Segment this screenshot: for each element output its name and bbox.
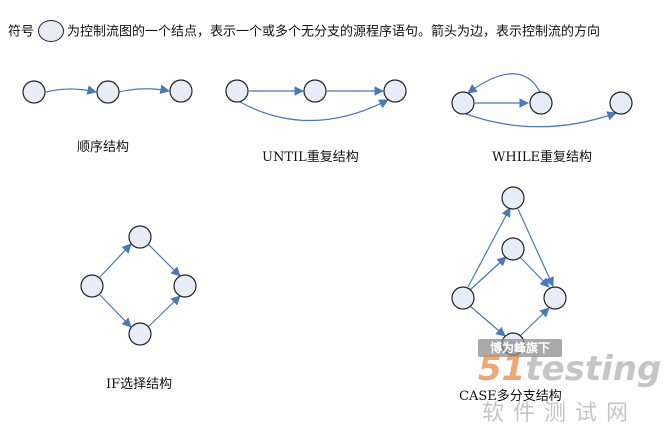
- sequence-node-1: [22, 80, 46, 104]
- watermark-brand-number: 51: [478, 349, 526, 389]
- until-loop-edge: [239, 99, 389, 122]
- if-structure: [80, 225, 197, 346]
- case-node-upper-mid: [501, 237, 525, 261]
- case-edge-bottom-merge: [519, 307, 550, 337]
- watermark-brand-word: testing: [525, 349, 662, 389]
- case-edge-to-upper-mid: [469, 256, 507, 291]
- case-edge-to-top: [467, 207, 511, 288]
- case-node-start: [451, 286, 475, 310]
- case-edge-top-merge: [517, 208, 554, 287]
- legend-text: 符号 为控制流图的一个结点，表示一个或多个无分支的源程序语句。箭头为边，表示控制流…: [8, 20, 663, 42]
- while-node-2: [529, 91, 553, 115]
- if-node-merge: [173, 274, 197, 298]
- if-edge-bottom-branch: [99, 294, 132, 328]
- sequence-edge-2: [118, 84, 170, 95]
- until-node-2: [303, 79, 327, 103]
- if-node-bottom: [128, 322, 152, 346]
- case-label: CASE多分支结构: [459, 389, 562, 404]
- while-node-1: [451, 91, 475, 115]
- if-node-top: [128, 225, 152, 249]
- case-node-merge: [543, 286, 567, 310]
- node-symbol-icon: [38, 20, 65, 42]
- if-label: IF选择结构: [106, 377, 173, 392]
- watermark-badge: 博为峰旗下: [478, 339, 562, 357]
- case-node-top: [501, 186, 525, 210]
- case-edge-to-bottom: [469, 305, 506, 337]
- legend-prefix: 符号: [8, 24, 35, 40]
- until-structure: [225, 79, 407, 122]
- sequence-node-2: [96, 80, 120, 104]
- if-edge-top-merge: [147, 243, 181, 277]
- until-label: UNTIL重复结构: [262, 150, 359, 165]
- if-edge-bottom-merge: [147, 295, 181, 328]
- case-structure: [451, 186, 567, 356]
- sequence-node-3: [169, 79, 193, 103]
- if-node-start: [80, 274, 104, 298]
- legend-description: 为控制流图的一个结点，表示一个或多个无分支的源程序语句。箭头为边，表示控制流的方…: [67, 24, 601, 40]
- while-structure: [451, 73, 633, 128]
- while-node-3: [609, 91, 633, 115]
- sequence-label: 顺序结构: [77, 140, 130, 155]
- while-label: WHILE重复结构: [492, 150, 592, 165]
- watermark-brand: 51testing: [478, 349, 661, 389]
- while-loop-back-edge: [467, 73, 541, 94]
- sequence-edge-1: [45, 85, 97, 95]
- case-edge-upper-mid-merge: [519, 256, 550, 288]
- while-exit-edge: [465, 111, 617, 128]
- until-node-1: [225, 79, 249, 103]
- until-node-3: [383, 79, 407, 103]
- watermark-subtitle: 软件测试网: [482, 401, 638, 426]
- sequence-structure: [22, 79, 193, 104]
- if-edge-top-branch: [99, 243, 132, 278]
